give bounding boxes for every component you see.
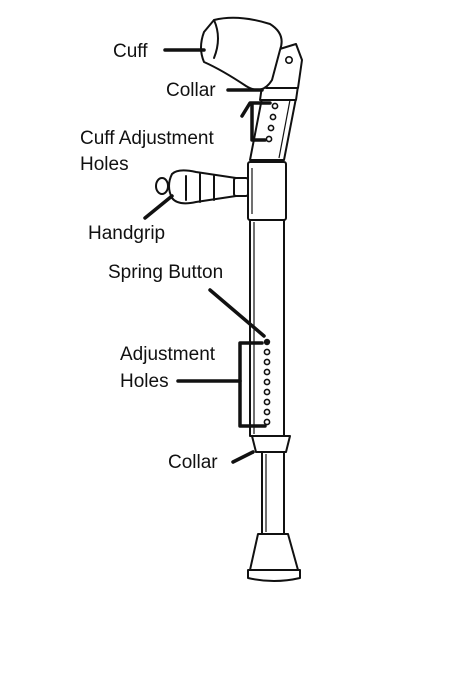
cuff-adjustment-holes <box>265 102 279 143</box>
label-cuff-adjustment-holes-line2: Holes <box>80 154 129 175</box>
label-adjustment-holes-line1: Adjustment <box>120 344 216 365</box>
handgrip <box>155 169 249 205</box>
bottom-collar <box>251 435 291 453</box>
leader-lines <box>143 48 272 464</box>
label-handgrip: Handgrip <box>88 223 165 244</box>
lower-leg <box>261 451 285 535</box>
spring-button <box>263 338 271 346</box>
handgrip-housing <box>247 161 287 221</box>
rubber-tip-base <box>247 569 301 582</box>
label-cuff-adjustment-holes-line1: Cuff Adjustment <box>80 128 215 149</box>
rubber-tip <box>249 533 299 571</box>
label-collar-bottom: Collar <box>168 452 218 473</box>
adjustment-holes <box>263 348 271 426</box>
label-spring-button: Spring Button <box>108 262 223 283</box>
label-collar-top: Collar <box>166 80 216 101</box>
label-adjustment-holes-line2: Holes <box>120 371 169 392</box>
label-cuff: Cuff <box>113 41 148 62</box>
labels: Cuff Collar Cuff Adjustment Holes Handgr… <box>80 41 223 473</box>
crutch <box>155 16 303 582</box>
